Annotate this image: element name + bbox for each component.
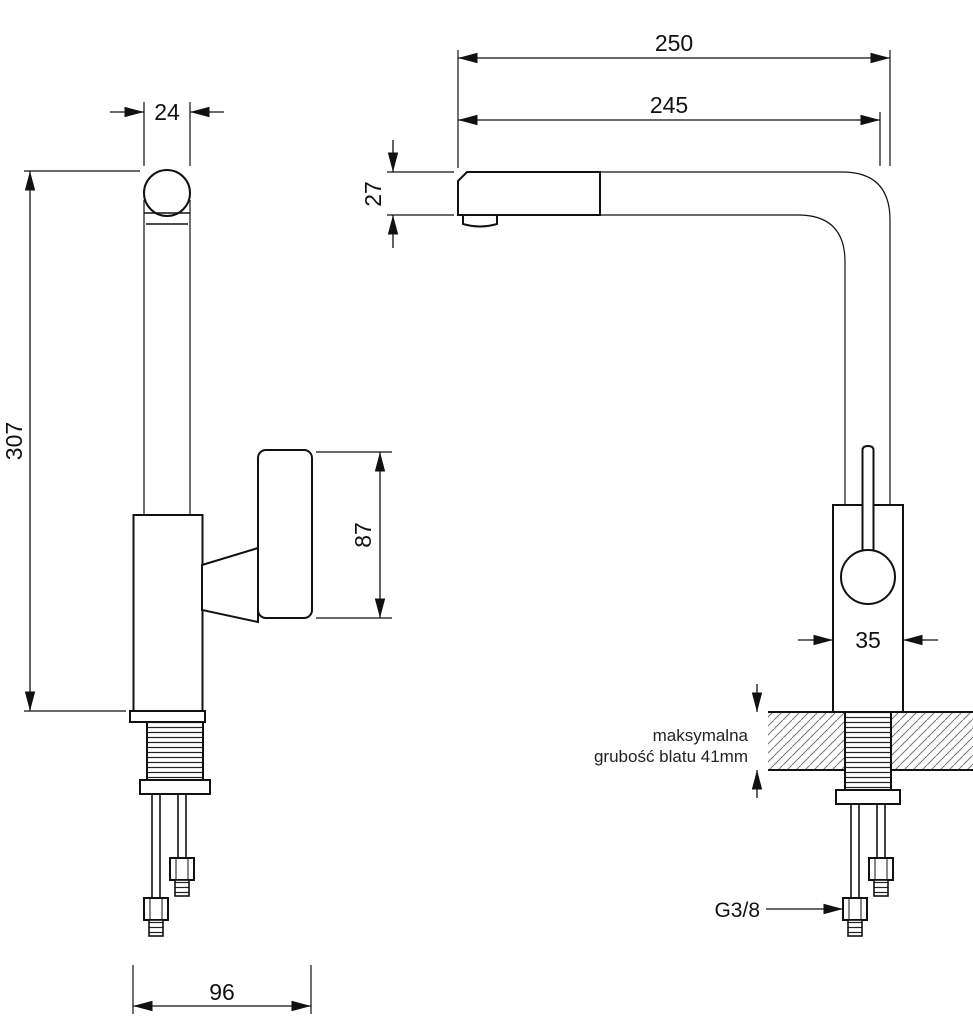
note-line2: grubość blatu 41mm [594,747,748,766]
dimension-handle-length: 87 [316,451,392,619]
hose-connector-d [868,857,894,897]
dimension-spout-height: 27 [360,140,454,248]
spout-end-circle [143,169,191,217]
dimension-body-width: 35 [798,627,938,653]
thread-callout: G3/8 [714,899,843,922]
note-line1: maksymalna [653,726,749,745]
dim-250-label: 250 [655,30,693,56]
faucet-body-side [132,514,204,712]
dim-307-label: 307 [1,422,27,460]
aerator [462,214,498,228]
dim-27-label: 27 [360,181,386,207]
dim-87-label: 87 [350,522,376,548]
handle-neck [201,546,259,624]
dimension-spout-reach: 245 [458,92,881,166]
handle-ball [840,549,896,605]
mounting-nut-side [139,779,211,795]
mounting-flange [129,710,206,723]
thread-label: G3/8 [714,899,760,922]
dimension-base-depth: 96 [132,965,312,1014]
dim-245-label: 245 [650,92,688,118]
side-view [129,169,313,937]
front-view [457,171,973,937]
dimension-overall-height: 307 [1,170,140,712]
countertop-band [768,711,973,771]
threaded-shank-front [844,711,892,791]
threaded-shank-side [146,721,204,781]
dim-35-label: 35 [855,627,881,653]
handle-rod [861,444,875,561]
spout-head [457,171,601,216]
hose-connector-b [169,857,195,897]
dim-96-label: 96 [209,979,235,1005]
dim-24-label: 24 [154,99,180,125]
handle-lever-side [257,449,313,619]
dimension-overall-width: 250 [457,30,891,168]
hose-connector-a [143,897,169,937]
countertop-thickness-note: maksymalna grubość blatu 41mm [594,684,763,798]
mounting-nut-front [835,789,901,805]
dimension-spout-pipe-width: 24 [110,99,224,166]
hose-connector-c [842,897,868,937]
